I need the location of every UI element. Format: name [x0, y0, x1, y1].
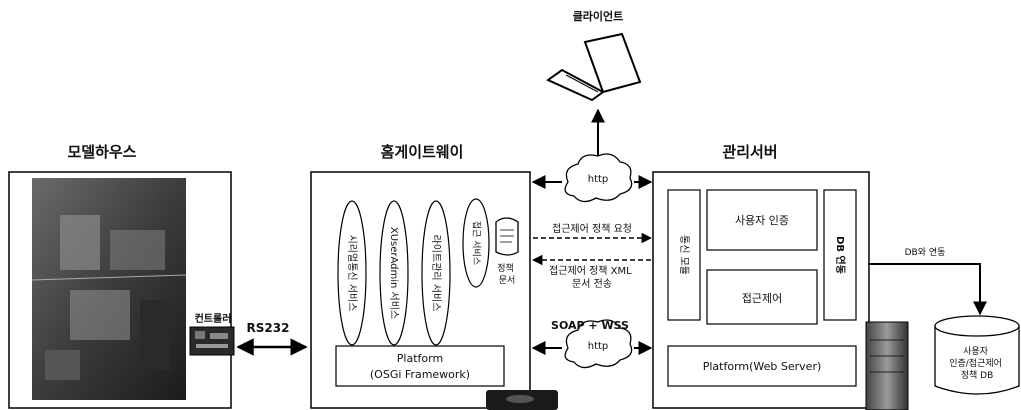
controller-label: 컨트롤러 — [195, 312, 232, 325]
comm-module-label: 통신 모듈 — [678, 235, 690, 275]
model-house-label: 모델하우스 — [67, 143, 136, 161]
user-auth-box — [706, 189, 818, 251]
server-platform-box — [667, 345, 857, 387]
db-link-box — [823, 189, 857, 321]
policy-document-label: 정책 문서 — [497, 262, 516, 286]
service-ellipse-xuseradmin — [379, 200, 409, 346]
gateway-device-icon — [486, 390, 558, 410]
gateway-platform-sublabel: (OSGi Framework) — [370, 368, 470, 381]
service-label-xuseradmin: XUserAdmin 서비스 — [388, 227, 400, 319]
database-cylinder-icon — [934, 315, 1020, 395]
access-send-label: 접근제어 정책 XML 문서 전송 — [549, 265, 635, 290]
rs232-label: RS232 — [247, 321, 290, 335]
comm-module-box — [667, 189, 701, 321]
laptop-icon — [546, 32, 642, 102]
server-platform-label: Platform(Web Server) — [703, 360, 822, 373]
client-label: 클라이언트 — [573, 9, 624, 23]
soap-label: SOAP + WSS — [551, 319, 629, 332]
gateway-platform-label: Platform — [397, 352, 443, 365]
home-gateway-label: 홈게이트웨이 — [381, 143, 464, 161]
db-link-edge-label: DB와 연동 — [905, 246, 946, 258]
cloud-icon-bottom — [564, 319, 633, 369]
server-tower-icon — [865, 321, 909, 410]
service-label-access: 접근 서비스 — [471, 221, 483, 265]
access-request-label: 접근제어 정책 요청 — [552, 223, 632, 235]
access-control-label: 접근제어 — [742, 292, 782, 305]
http-label-bottom: http — [588, 341, 609, 352]
db-link-label: DB 연동 — [834, 236, 847, 274]
controller-board-icon — [189, 326, 235, 356]
mgmt-server-label: 관리서버 — [722, 143, 777, 161]
http-label-top: http — [588, 174, 609, 185]
model-house-photo — [31, 178, 187, 400]
database-label: 사용자 인증/접근제어 정책 DB — [949, 346, 1005, 381]
service-ellipse-access — [462, 198, 490, 288]
cloud-icon-top — [564, 153, 633, 203]
policy-document-icon — [495, 217, 519, 256]
user-auth-label: 사용자 인증 — [735, 214, 789, 227]
service-label-serial: 시리얼통신 서비스 — [346, 235, 358, 312]
service-ellipse-light — [421, 200, 451, 346]
service-label-light: 라이트관리 서비스 — [430, 235, 442, 312]
service-ellipse-serial — [337, 200, 367, 346]
db-link-arrow — [868, 263, 987, 316]
access-control-box — [706, 269, 818, 325]
gateway-services: 시리얼통신 서비스 XUserAdmin 서비스 라이트관리 서비스 접근 서비… — [337, 198, 490, 346]
gateway-platform-box — [335, 345, 505, 387]
